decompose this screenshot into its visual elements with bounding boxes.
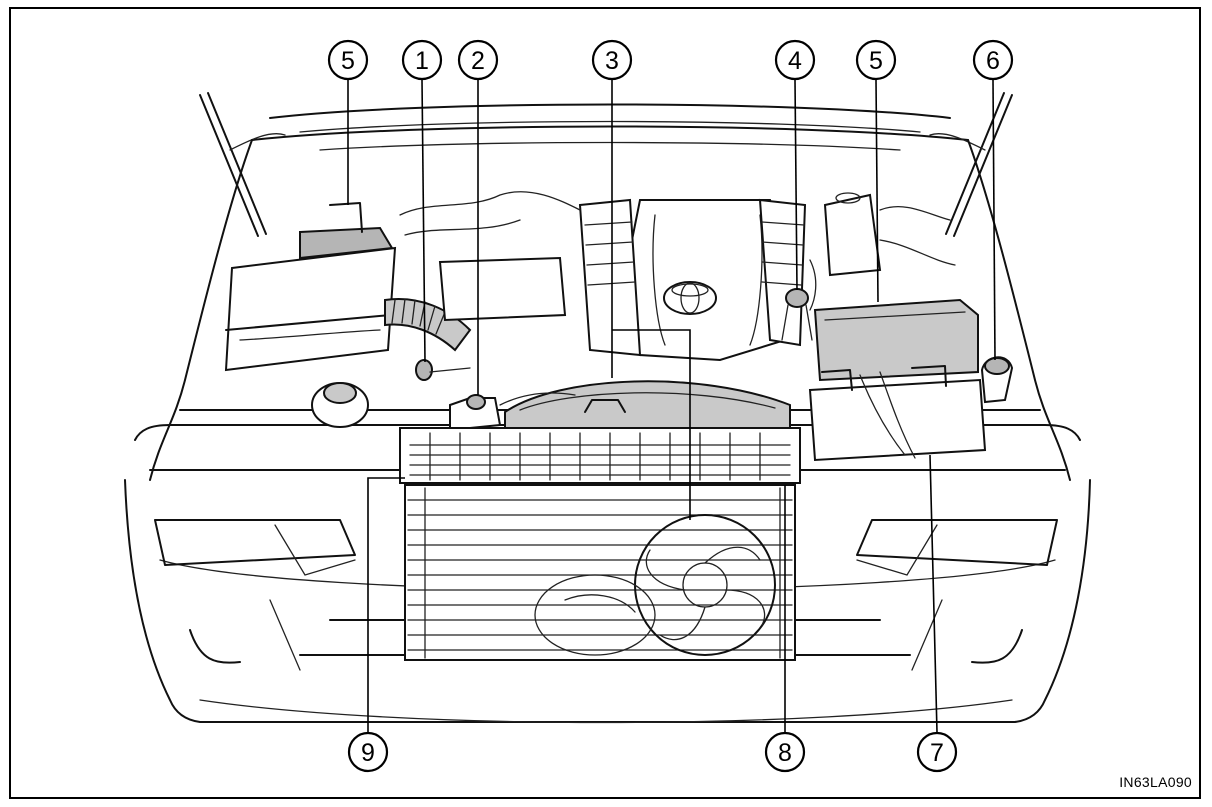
svg-text:7: 7 bbox=[930, 739, 944, 767]
svg-text:5: 5 bbox=[341, 47, 355, 75]
callout-7: 7 bbox=[916, 731, 958, 773]
horn bbox=[534, 574, 656, 656]
callout-1: 1 bbox=[401, 39, 443, 81]
brake-fluid-reservoir bbox=[311, 382, 369, 428]
callout-5-right: 5 bbox=[855, 39, 897, 81]
hoses bbox=[399, 191, 956, 406]
svg-text:3: 3 bbox=[605, 47, 619, 75]
figure-code: IN63LA090 bbox=[1119, 774, 1192, 790]
washer-reservoir bbox=[980, 356, 1014, 404]
svg-text:2: 2 bbox=[471, 47, 485, 75]
callout-5-left: 5 bbox=[327, 39, 369, 81]
callout-2: 2 bbox=[457, 39, 499, 81]
leader-lines bbox=[347, 79, 996, 733]
oil-dipstick bbox=[415, 359, 471, 381]
svg-text:6: 6 bbox=[986, 47, 1000, 75]
toyota-emblem-icon bbox=[663, 281, 717, 315]
engine-cover bbox=[578, 198, 807, 362]
svg-text:5: 5 bbox=[869, 47, 883, 75]
fan-shroud bbox=[504, 380, 791, 431]
fuse-box bbox=[813, 298, 979, 382]
svg-text:1: 1 bbox=[415, 47, 429, 75]
callout-6: 6 bbox=[972, 39, 1014, 81]
callout-9: 9 bbox=[347, 731, 389, 773]
coolant-reservoir bbox=[449, 394, 502, 432]
svg-text:9: 9 bbox=[361, 739, 375, 767]
callout-4: 4 bbox=[774, 39, 816, 81]
washer-fluid-tank bbox=[823, 192, 882, 277]
radiator bbox=[399, 427, 801, 484]
battery bbox=[808, 365, 987, 462]
condenser-grille bbox=[404, 484, 796, 661]
intake-hose bbox=[384, 256, 567, 352]
callout-3: 3 bbox=[591, 39, 633, 81]
svg-text:4: 4 bbox=[788, 47, 802, 75]
air-cleaner bbox=[224, 202, 397, 372]
power-steering-reservoir bbox=[781, 288, 813, 341]
svg-text:8: 8 bbox=[778, 739, 792, 767]
hood bbox=[199, 92, 1013, 237]
callout-8: 8 bbox=[764, 731, 806, 773]
